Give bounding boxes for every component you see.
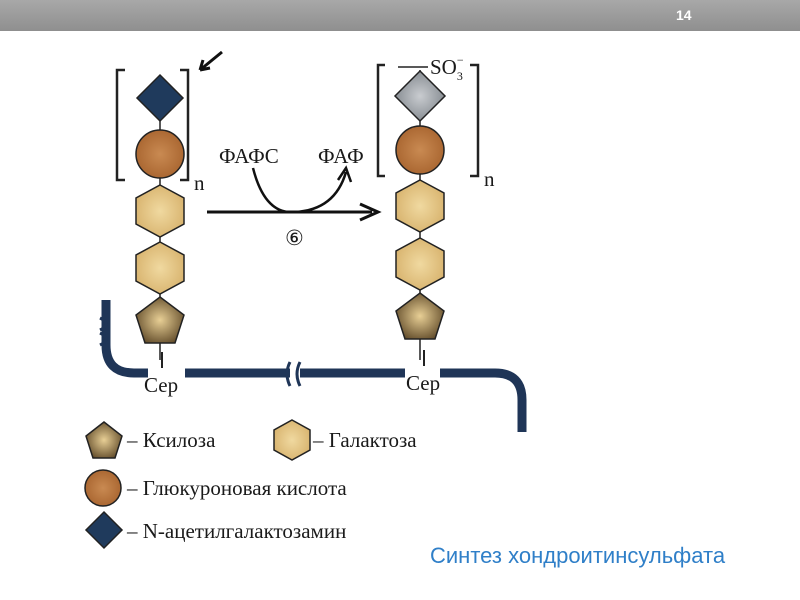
pointer-arrow	[198, 50, 223, 72]
reagent-in-label: ФАФС	[219, 144, 279, 168]
slide-header	[0, 0, 800, 31]
hexagon-icon	[395, 237, 445, 291]
pentagon-icon	[395, 292, 445, 340]
circle-icon	[395, 125, 445, 175]
sulfated-diamond-icon	[393, 69, 447, 123]
diamond-icon	[84, 510, 124, 550]
right-chain	[393, 69, 447, 360]
right-bracket	[376, 63, 480, 178]
page-number: 14	[676, 7, 692, 23]
sulfate-label: SO3−	[430, 53, 464, 83]
legend-glucuronic-acid: – Глюкуроновая кислота	[126, 476, 347, 500]
legend	[84, 419, 311, 550]
left-chain	[135, 73, 185, 360]
hexagon-icon	[395, 179, 445, 233]
hexagon-icon	[273, 419, 311, 461]
legend-n-acetylgalactosamine: – N-ацетилгалактозамин	[126, 519, 346, 543]
slide-caption: Синтез хондроитинсульфата	[430, 543, 726, 568]
legend-xylose: – Ксилоза	[126, 428, 216, 452]
step-number: ⑥	[285, 226, 304, 250]
hexagon-icon	[135, 241, 185, 295]
cofactor-arrow	[251, 165, 353, 214]
hexagon-icon	[135, 184, 185, 238]
circle-icon	[135, 129, 185, 179]
diamond-icon	[135, 73, 185, 123]
pentagon-icon	[135, 296, 185, 344]
serine-label-right: Сер	[406, 371, 440, 395]
protein-chain	[101, 300, 527, 432]
circle-icon	[84, 469, 122, 507]
left-bracket	[115, 68, 190, 182]
pentagon-icon	[85, 421, 123, 459]
legend-galactose: – Галактоза	[312, 428, 417, 452]
reagent-out-label: ФАФ	[318, 144, 364, 168]
serine-label-left: Сер	[144, 373, 178, 397]
repeat-n-right: n	[484, 167, 495, 191]
break-mark	[99, 316, 302, 387]
repeat-n-left: n	[194, 171, 205, 195]
